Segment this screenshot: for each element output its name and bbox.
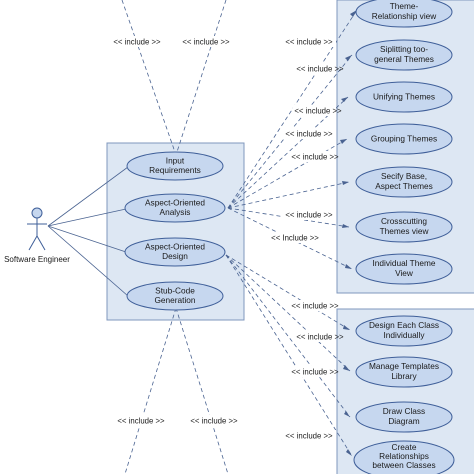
use-case-create-relationships[interactable] bbox=[353, 440, 455, 474]
use-case-input-requirements[interactable] bbox=[126, 151, 224, 181]
use-case-design-each-class[interactable] bbox=[355, 315, 453, 347]
use-case-label: Generation bbox=[154, 295, 195, 305]
include-label: << include >> bbox=[291, 368, 339, 377]
use-case-label: Aspect-Oriented bbox=[145, 198, 205, 208]
use-case-label: between Classes bbox=[372, 460, 435, 470]
use-case-label: Analysis bbox=[160, 207, 191, 217]
use-case-label: View bbox=[395, 268, 414, 278]
use-case-label: Create bbox=[392, 442, 417, 452]
use-case-label: Input bbox=[166, 156, 185, 166]
include-label: << Include >> bbox=[271, 234, 319, 243]
use-case-label: Siplitting too- bbox=[380, 44, 428, 54]
design-include-lines bbox=[225, 254, 353, 457]
use-case-label: Unifying Themes bbox=[373, 92, 435, 102]
use-case-label: Secify Base, bbox=[381, 171, 427, 181]
use-case-label: general Themes bbox=[374, 54, 434, 64]
use-case-label: Manage Templates bbox=[369, 361, 439, 371]
include-label-top-left: << include >> bbox=[113, 38, 161, 47]
use-case-crosscutting-themes-view[interactable] bbox=[355, 211, 453, 243]
include-label: << include >> bbox=[285, 38, 333, 47]
use-case-specify-base-aspect-themes[interactable] bbox=[355, 166, 453, 198]
actor-label: Software Engineer bbox=[4, 255, 70, 264]
use-case-label: Diagram bbox=[388, 416, 419, 426]
use-case-label: Aspect-Oriented bbox=[145, 242, 205, 252]
external-include-lines bbox=[121, 0, 229, 474]
actor-head-icon bbox=[31, 207, 43, 219]
use-case-label: Relationships bbox=[379, 451, 429, 461]
use-case-stub-code-generation[interactable] bbox=[126, 281, 224, 311]
use-case-label: Design bbox=[162, 251, 188, 261]
use-case-aspect-oriented-analysis[interactable] bbox=[124, 193, 226, 223]
include-arrowheads bbox=[340, 10, 357, 456]
use-case-label: Draw Class bbox=[383, 406, 425, 416]
use-case-draw-class-diagram[interactable] bbox=[355, 401, 453, 433]
include-label: << include >> bbox=[285, 432, 333, 441]
use-case-label: Individual Theme bbox=[372, 258, 435, 268]
use-case-theme-relationship-view[interactable] bbox=[355, 0, 453, 28]
include-label-bottom-right: << include >> bbox=[190, 417, 238, 426]
include-label: << include >> bbox=[294, 107, 342, 116]
include-label-bottom-left: << include >> bbox=[117, 417, 165, 426]
include-label: << include >> bbox=[291, 153, 339, 162]
use-case-aspect-oriented-design[interactable] bbox=[124, 237, 226, 267]
use-case-label: Relationship view bbox=[372, 11, 438, 21]
include-line-top-right bbox=[175, 0, 227, 156]
actor-associations bbox=[47, 166, 129, 297]
use-case-label: Individually bbox=[383, 330, 425, 340]
include-line-bottom-right bbox=[175, 307, 229, 474]
use-case-label: Theme- bbox=[390, 1, 419, 11]
use-case-manage-templates-library[interactable] bbox=[355, 356, 453, 388]
use-case-grouping-themes[interactable] bbox=[355, 123, 453, 155]
use-case-label: Grouping Themes bbox=[371, 134, 437, 144]
include-line-bottom-left bbox=[124, 307, 177, 474]
use-case-individual-theme-view[interactable] bbox=[355, 253, 453, 285]
include-label: << include >> bbox=[291, 302, 339, 311]
use-case-label: Library bbox=[391, 371, 417, 381]
use-case-label: Crosscutting bbox=[381, 216, 427, 226]
include-label: << include >> bbox=[285, 130, 333, 139]
include-labels: << include >> << include >> << include >… bbox=[110, 36, 344, 441]
use-case-label: Themes view bbox=[380, 226, 430, 236]
include-label-top-right: << include >> bbox=[182, 38, 230, 47]
design-use-cases: Design Each Class Individually Manage Te… bbox=[353, 315, 455, 474]
use-case-unifying-themes[interactable] bbox=[355, 81, 453, 113]
use-case-label: Aspect Themes bbox=[375, 181, 433, 191]
use-case-label: Requirements bbox=[149, 165, 201, 175]
include-line-top-left bbox=[121, 0, 177, 156]
use-case-splitting-themes[interactable] bbox=[355, 39, 453, 71]
actor-software-engineer[interactable] bbox=[27, 207, 47, 251]
use-case-label: Design Each Class bbox=[369, 320, 439, 330]
include-label: << include >> bbox=[285, 211, 333, 220]
center-use-cases: Input Requirements Aspect-Oriented Analy… bbox=[124, 151, 226, 311]
include-label: << include >> bbox=[296, 333, 344, 342]
include-label: << include >> bbox=[296, 65, 344, 74]
analysis-use-cases: Theme- Relationship view Siplitting too-… bbox=[355, 0, 453, 285]
use-case-label: Stub-Code bbox=[155, 286, 195, 296]
